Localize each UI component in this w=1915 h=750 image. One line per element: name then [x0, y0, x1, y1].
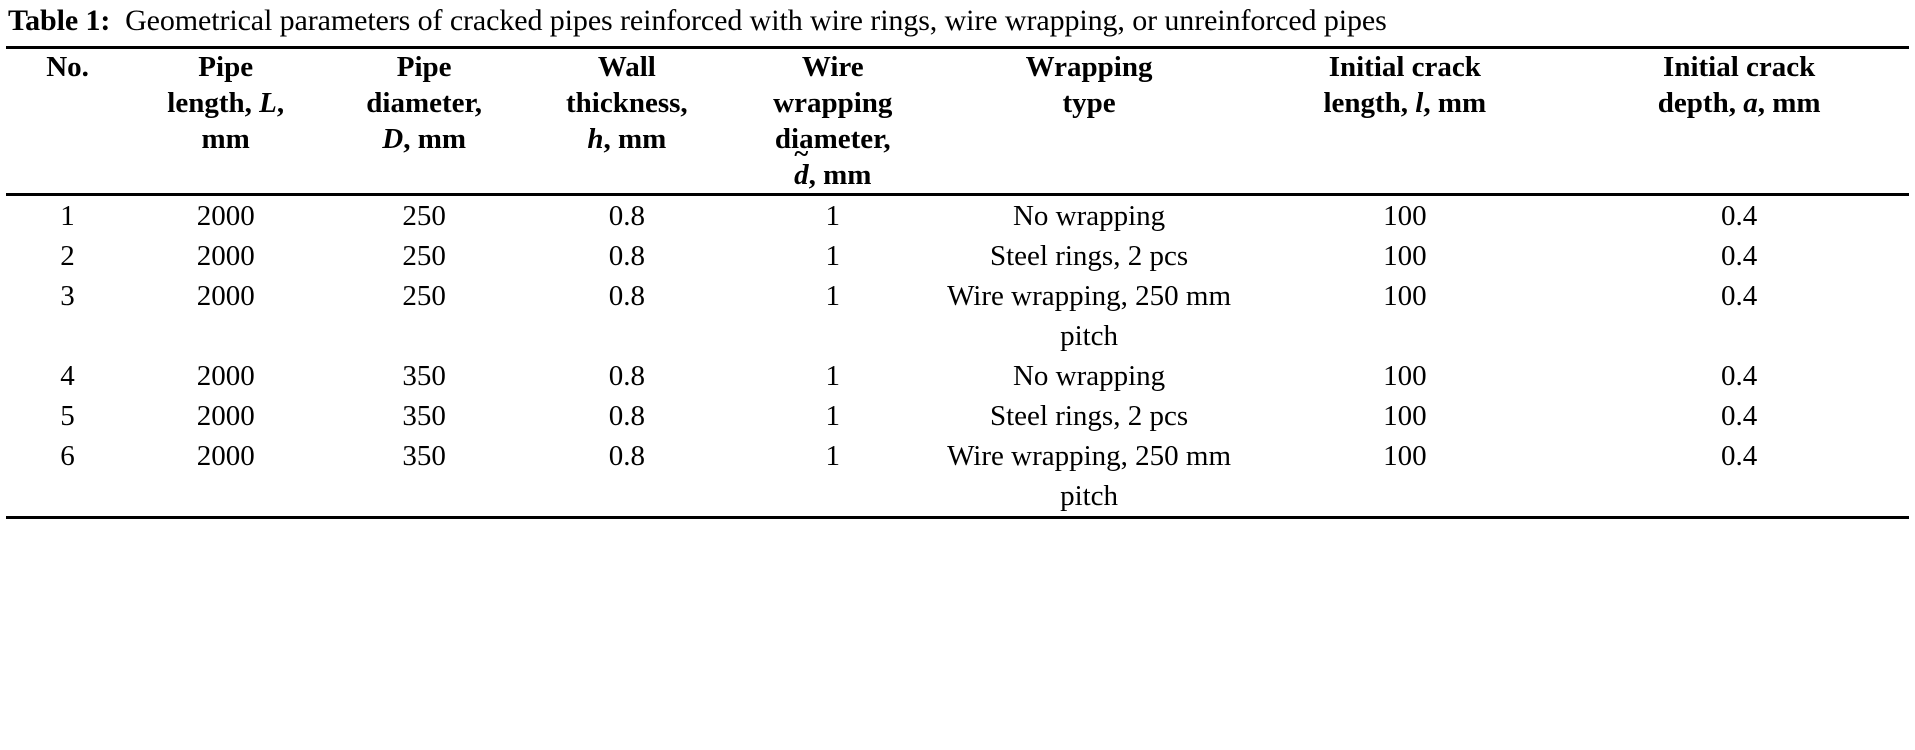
cell-wall_thickness: 0.8: [608, 200, 645, 232]
table-row: 4 2000 350 0.8 1 No wrapping 100 0.4: [6, 356, 1909, 396]
table-caption: Table 1: Geometrical parameters of crack…: [6, 0, 1909, 46]
cell-wire_wrapping_diameter: 1: [825, 280, 841, 312]
tilde-d-symbol: ~d: [794, 138, 809, 191]
cell-wall_thickness: 0.8: [608, 400, 645, 432]
cell-pipe_diameter: 250: [402, 280, 446, 312]
table-header-row: No. Pipe length, L, mm Pipe diameter, D,…: [6, 49, 1909, 193]
table-body: 1 2000 250 0.8 1 No wrapping 100 0.4 2 2000 250 0.8…: [6, 196, 1909, 516]
cell-initial_crack_length: 100: [1383, 360, 1427, 392]
cell-pipe_length: 2000: [196, 360, 255, 392]
column-header-pipe-length: Pipe length, L, mm: [167, 51, 285, 155]
cell-wire_wrapping_diameter: 1: [825, 200, 841, 232]
cell-initial_crack_length: 100: [1383, 440, 1427, 472]
cell-wrapping_type: No wrapping: [1012, 200, 1166, 232]
cell-no: 3: [60, 280, 75, 312]
table-caption-label: Table 1:: [8, 4, 111, 37]
table-header-rule: [6, 193, 1909, 196]
cell-pipe_diameter: 350: [402, 360, 446, 392]
cell-pipe_length: 2000: [196, 200, 255, 232]
table-row: 1 2000 250 0.8 1 No wrapping 100 0.4: [6, 196, 1909, 236]
cell-wrapping_type: Wire wrapping, 250 mm pitch: [947, 440, 1232, 512]
cell-pipe_length: 2000: [196, 440, 255, 472]
parameters-table-body: 1 2000 250 0.8 1 No wrapping 100 0.4 2 2000 250 0.8…: [6, 196, 1909, 516]
column-header-no: No.: [46, 51, 89, 83]
column-header-wire-wrapping-diameter: Wire wrapping diameter, ~d, mm: [773, 51, 893, 191]
cell-wall_thickness: 0.8: [608, 240, 645, 272]
cell-wall_thickness: 0.8: [608, 360, 645, 392]
cell-no: 4: [60, 360, 75, 392]
cell-pipe_diameter: 250: [402, 240, 446, 272]
cell-wrapping_type: Steel rings, 2 pcs: [989, 400, 1189, 432]
cell-wall_thickness: 0.8: [608, 280, 645, 312]
cell-wire_wrapping_diameter: 1: [825, 400, 841, 432]
cell-initial_crack_depth: 0.4: [1721, 200, 1758, 232]
cell-initial_crack_length: 100: [1383, 400, 1427, 432]
column-header-initial-crack-length: Initial crack length, l, mm: [1323, 51, 1487, 119]
cell-wall_thickness: 0.8: [608, 440, 645, 472]
cell-pipe_diameter: 250: [402, 200, 446, 232]
table-row: 5 2000 350 0.8 1 Steel rings, 2 pcs 100 0.4: [6, 396, 1909, 436]
cell-wire_wrapping_diameter: 1: [825, 360, 841, 392]
cell-pipe_length: 2000: [196, 400, 255, 432]
cell-initial_crack_length: 100: [1383, 240, 1427, 272]
cell-initial_crack_depth: 0.4: [1721, 360, 1758, 392]
table-header: No. Pipe length, L, mm Pipe diameter, D,…: [6, 49, 1909, 193]
cell-wrapping_type: Wire wrapping, 250 mm pitch: [947, 280, 1232, 352]
cell-pipe_length: 2000: [196, 280, 255, 312]
table-row: 6 2000 350 0.8 1 Wire wrapping, 250 mm pitch 1…: [6, 436, 1909, 516]
cell-wire_wrapping_diameter: 1: [825, 440, 841, 472]
parameters-table: No. Pipe length, L, mm Pipe diameter, D,…: [6, 49, 1909, 193]
cell-wrapping_type: Steel rings, 2 pcs: [989, 240, 1189, 272]
cell-wrapping_type: No wrapping: [1012, 360, 1166, 392]
table-row: 2 2000 250 0.8 1 Steel rings, 2 pcs 100 0.4: [6, 236, 1909, 276]
cell-pipe_diameter: 350: [402, 440, 446, 472]
cell-pipe_length: 2000: [196, 240, 255, 272]
cell-wire_wrapping_diameter: 1: [825, 240, 841, 272]
cell-initial_crack_length: 100: [1383, 200, 1427, 232]
cell-no: 1: [60, 200, 75, 232]
cell-no: 5: [60, 400, 75, 432]
column-header-initial-crack-depth: Initial crack depth, a, mm: [1657, 51, 1821, 119]
cell-no: 6: [60, 440, 75, 472]
cell-initial_crack_depth: 0.4: [1721, 400, 1758, 432]
column-header-wall-thickness: Wall thickness, h, mm: [566, 51, 688, 155]
cell-initial_crack_depth: 0.4: [1721, 440, 1758, 472]
table-bottom-rule: [6, 516, 1909, 519]
column-header-wrapping-type: Wrapping type: [1025, 51, 1153, 119]
cell-no: 2: [60, 240, 75, 272]
column-header-pipe-diameter: Pipe diameter, D, mm: [366, 51, 482, 155]
cell-initial_crack_depth: 0.4: [1721, 240, 1758, 272]
table-row: 3 2000 250 0.8 1 Wire wrapping, 250 mm pitch 1…: [6, 276, 1909, 356]
table-top-rule: [6, 46, 1909, 49]
cell-initial_crack_depth: 0.4: [1721, 280, 1758, 312]
cell-pipe_diameter: 350: [402, 400, 446, 432]
cell-initial_crack_length: 100: [1383, 280, 1427, 312]
table-caption-text: Geometrical parameters of cracked pipes …: [125, 4, 1387, 37]
